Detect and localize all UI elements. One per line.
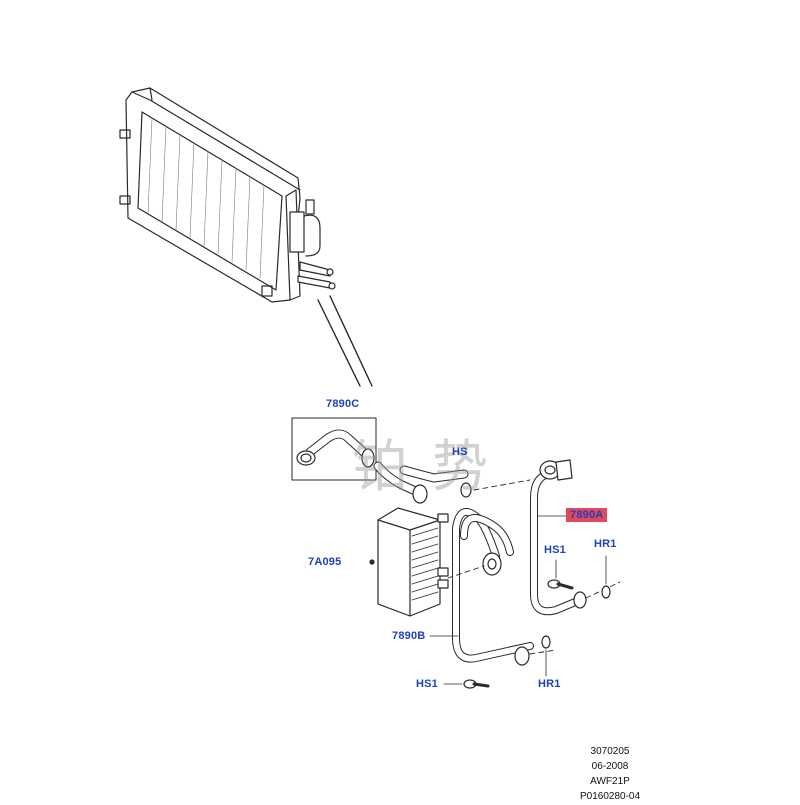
- callout-hs1-lower: HS1: [416, 678, 438, 690]
- callout-hs1-upper: HS1: [544, 544, 566, 556]
- pipe-7890a: [530, 459, 621, 616]
- reference-line-2: 06-2008: [591, 761, 629, 772]
- callout-7890a: 7890A: [566, 508, 608, 522]
- callout-7890c: 7890C: [326, 398, 360, 410]
- callout-hr1-lower: HR1: [538, 678, 561, 690]
- oil-cooler-7a095: [369, 507, 449, 617]
- callout-7890b: 7890B: [392, 630, 426, 642]
- reference-line-1: 3070205: [590, 746, 630, 757]
- fasteners: [443, 555, 611, 689]
- callout-hr1-upper: HR1: [594, 538, 617, 550]
- hose-7890c-view: [291, 417, 377, 481]
- callout-7a095: 7A095: [308, 556, 342, 568]
- detail-leader-lines: [317, 295, 373, 387]
- watermark-char-2: 势: [432, 435, 488, 500]
- reference-block: 3070205 06-2008 AWF21P P0160280-04: [550, 744, 670, 804]
- watermark-char-1: 铂: [352, 435, 408, 500]
- reference-line-4: P0160280-04: [579, 791, 641, 802]
- pipe-7890b: [429, 507, 557, 666]
- callout-hs-partial: HS: [452, 446, 468, 458]
- radiator-assembly: [119, 87, 336, 303]
- upper-connector-hoses: [373, 461, 531, 504]
- reference-line-3: AWF21P: [590, 776, 630, 787]
